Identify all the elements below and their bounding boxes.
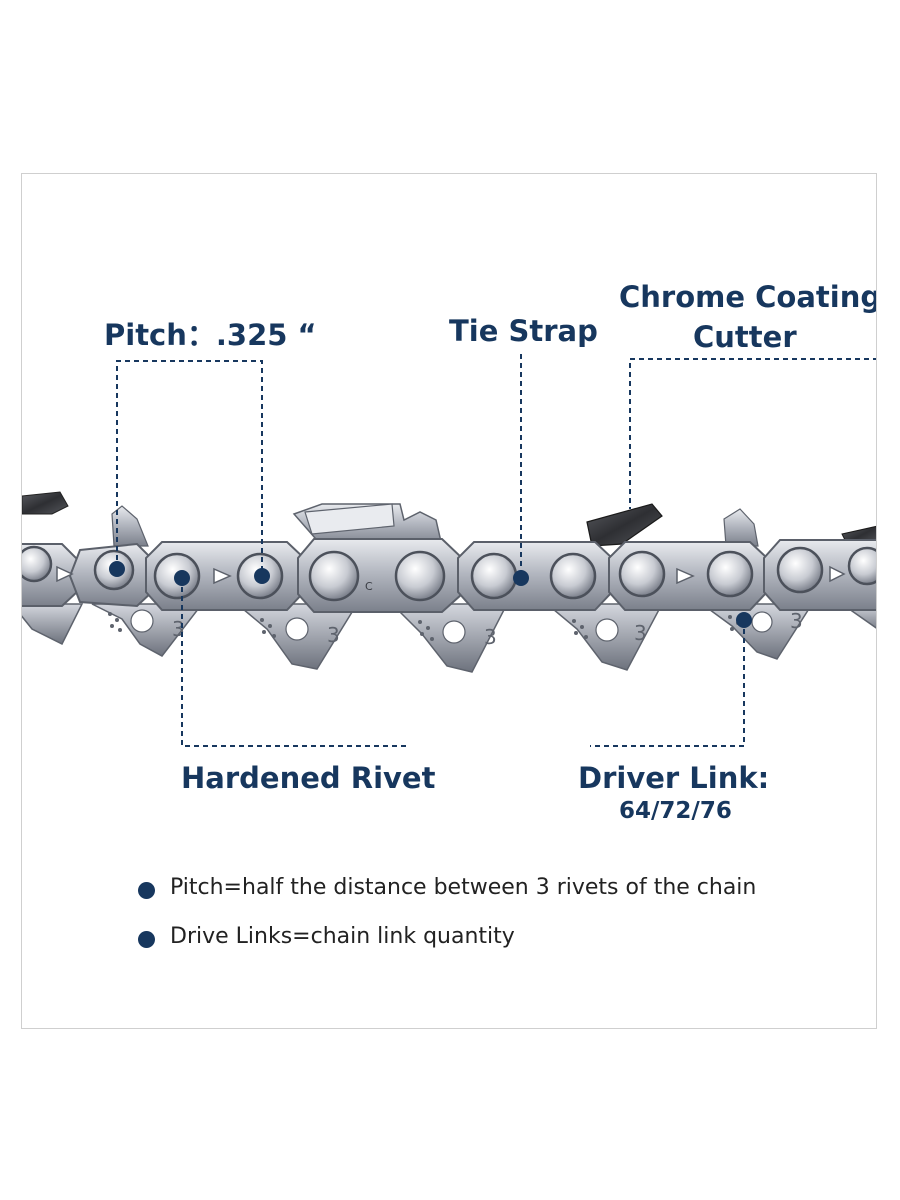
diagram-frame: 3 3 3 3 3 2 [21,173,877,1029]
drive-link-mark: 3 [484,625,497,649]
drive-link-mark: 3 [172,617,185,641]
note-pitch: Pitch=half the distance between 3 rivets… [170,875,757,900]
cutter-chrome [586,503,759,547]
note-bullet [138,931,155,948]
driver-link-values: 64/72/76 [619,798,732,824]
callout-markers [109,561,752,628]
pitch-marker-left [109,561,125,577]
cutter-left-partial [22,491,149,547]
tie-strap-label: Tie Strap [449,314,598,348]
chrome-coating-cutter-label: Cutter [693,320,797,354]
pitch-bracket [116,360,263,576]
drive-link-holes [130,609,773,644]
rivets [22,545,876,602]
hardened-rivet-marker [174,570,190,586]
chrome-cutter-line [629,358,876,509]
drive-link-mark: 3 [634,621,647,645]
pitch-label: Pitch：.325 “ [104,318,317,352]
hardened-rivet-line [181,578,410,747]
drive-link-mark: 3 [327,623,340,647]
drive-link-mark: 3 [790,609,803,633]
rivet-mark: C [365,580,373,593]
chrome-coating-label: Chrome Coating [619,280,877,314]
callout-lines [116,354,876,747]
plate-triangles [56,565,846,585]
driver-link-marker [736,612,752,628]
note-bullet [138,882,155,899]
tie-strap-marker [513,570,529,586]
driver-link-line [590,620,745,747]
drive-link-dots [108,612,740,641]
hardened-rivet-label: Hardened Rivet [181,761,436,795]
note-drive-links: Drive Links=chain link quantity [170,924,515,949]
chain-diagram: 3 3 3 3 3 2 [22,354,876,747]
driver-link-label: Driver Link: [578,761,770,795]
pitch-marker-right [254,568,270,584]
